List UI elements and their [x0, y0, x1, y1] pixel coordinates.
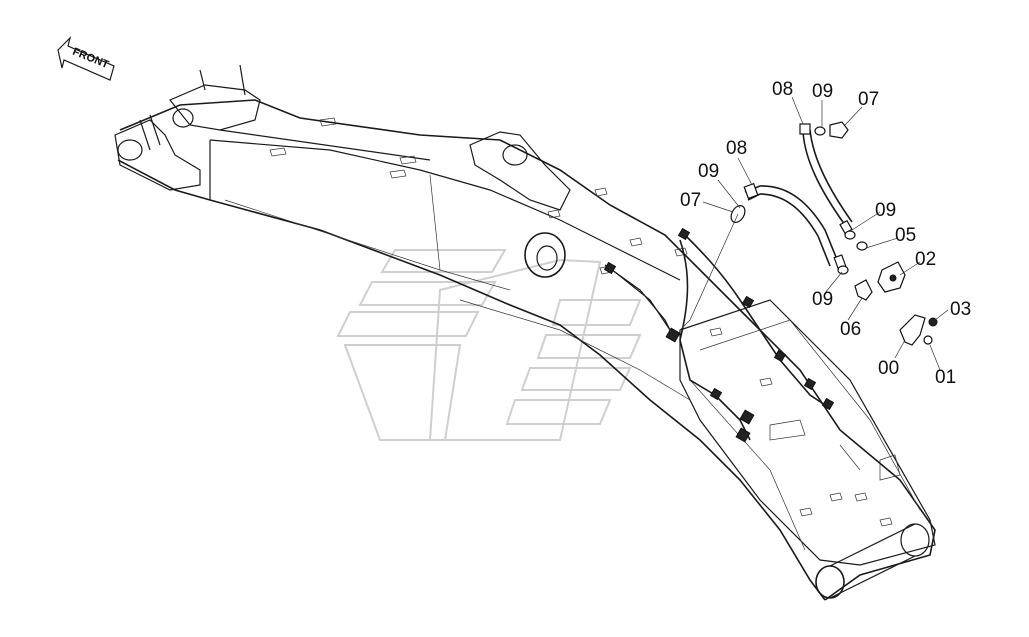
callout-06: 06 [840, 319, 861, 340]
callout-09a: 09 [698, 161, 719, 182]
callout-01: 01 [935, 367, 956, 388]
callout-07a: 07 [680, 190, 701, 211]
front-arrow-icon: FRONT [57, 36, 115, 81]
callout-03: 03 [950, 299, 971, 320]
callout-09b: 09 [812, 81, 833, 102]
front-label: FRONT [71, 46, 111, 71]
callout-09d: 09 [812, 289, 833, 310]
hose-routing [603, 227, 835, 443]
callout-07b: 07 [858, 89, 879, 110]
callout-labels: 08 09 07 08 09 07 09 05 02 09 06 03 00 0… [680, 79, 971, 388]
callout-02: 02 [915, 249, 936, 270]
callout-08a: 08 [726, 138, 747, 159]
callout-09c: 09 [875, 200, 896, 221]
callout-00: 00 [878, 358, 899, 379]
watermark-logo [336, 249, 642, 441]
callout-05: 05 [895, 225, 916, 246]
boom-structure [114, 64, 936, 601]
callout-08b: 08 [772, 79, 793, 100]
hose-assembly-parts [730, 121, 938, 346]
leader-lines [679, 96, 949, 371]
